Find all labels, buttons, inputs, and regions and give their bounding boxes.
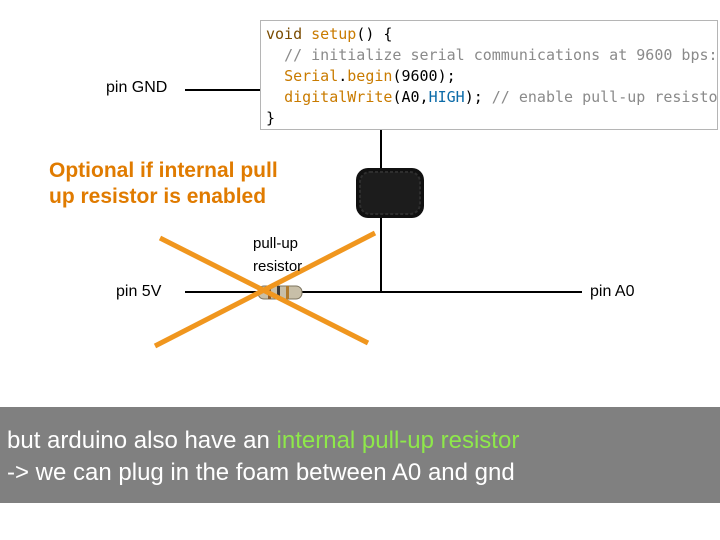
pullup-resistor-label: pull-up resistor: [253, 235, 303, 275]
code-serial-object: Serial: [284, 67, 339, 85]
code-fn-digitalwrite: digitalWrite: [284, 88, 393, 106]
optional-note: Optional if internal pull up resistor is…: [49, 159, 278, 208]
code-fn-begin: begin: [347, 67, 393, 85]
pin-gnd-label: pin GND: [106, 79, 168, 96]
caption-part2: -> we can plug in the foam between A0 an…: [7, 459, 515, 486]
caption-highlight: internal pull-up resistor: [276, 427, 520, 454]
code-keyword-void: void: [266, 25, 303, 43]
code-snippet: void setup() { // initialize serial comm…: [260, 20, 718, 130]
caption-part1: but arduino also have an: [7, 427, 277, 454]
code-dot: .: [338, 67, 348, 85]
code-fn-setup: setup: [311, 25, 357, 43]
pin-5v-label: pin 5V: [116, 283, 162, 300]
code-closing-brace: }: [266, 109, 276, 127]
foam-sensor: [356, 168, 424, 218]
code-comment-pullup: // enable pull-up resistor: [491, 88, 718, 106]
code-line1-rest: () {: [356, 25, 393, 43]
code-line4-close: );: [464, 88, 483, 106]
code-line3-rest: (9600);: [392, 67, 456, 85]
code-line4-open: (A0,: [392, 88, 429, 106]
caption-bar: but arduino also have an internal pull-u…: [0, 407, 720, 503]
code-comment-serial: // initialize serial communications at 9…: [284, 46, 718, 64]
code-const-high: HIGH: [428, 88, 465, 106]
cross-stroke-2: [158, 235, 370, 346]
pin-a0-label: pin A0: [590, 283, 635, 300]
